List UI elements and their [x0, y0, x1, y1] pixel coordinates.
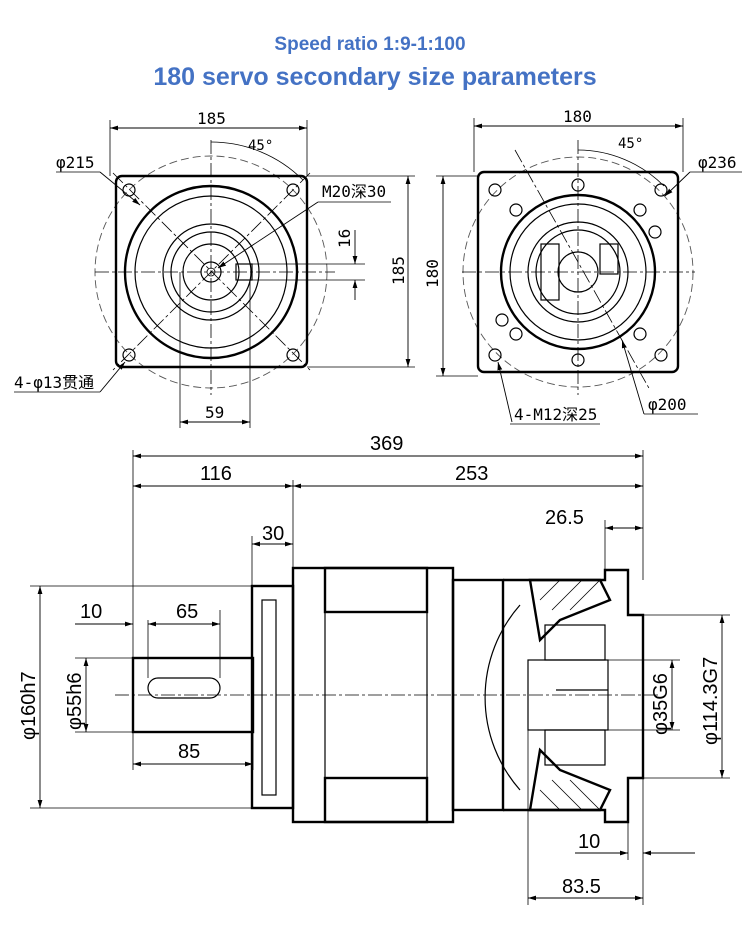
side-shaft-label: φ55h6 [64, 673, 86, 730]
front-angle-label: 45° [248, 138, 273, 154]
rear-threads-label: 4-M12深25 [514, 405, 597, 424]
side-shaft-length-label: 85 [178, 741, 200, 763]
side-body-label: 253 [455, 463, 488, 485]
rear-height-label: 180 [423, 259, 442, 288]
subtitle: Speed ratio 1:9-1:100 [274, 34, 466, 55]
side-pilot-label: φ160h7 [18, 671, 40, 740]
side-output-label: 116 [200, 463, 232, 485]
side-input-depth-label: 26.5 [545, 507, 584, 529]
front-view: 185 45° φ215 M20深30 16 185 59 4-φ13贯通 [14, 109, 415, 428]
rear-width-label: 180 [563, 107, 592, 126]
side-view: 369 116 253 30 [18, 433, 730, 905]
rear-angle-label: 45° [618, 136, 643, 152]
side-flange-label: 30 [262, 523, 284, 545]
front-height-label: 185 [389, 256, 408, 285]
rear-view: 180 45° 180 φ236 φ200 4-M12深25 [423, 107, 742, 425]
side-bore-label: φ35G6 [650, 673, 672, 735]
front-holes-label: 4-φ13贯通 [14, 373, 94, 392]
side-key-length-label: 65 [176, 601, 198, 623]
side-input-pilot-label: φ114.3G7 [700, 657, 722, 745]
front-bolt-circle-label: φ215 [56, 153, 95, 172]
front-width-label: 185 [197, 109, 226, 128]
front-key-offset-label: 59 [205, 403, 224, 422]
front-thread-label: M20深30 [322, 182, 386, 201]
rear-bolt-circle-label: φ200 [648, 395, 687, 414]
side-total-label: 369 [370, 433, 403, 455]
rear-outer-label: φ236 [698, 153, 737, 172]
side-input-step-label: 10 [578, 831, 600, 853]
page-title: 180 servo secondary size parameters [153, 63, 597, 91]
side-input-len-label: 83.5 [562, 876, 601, 898]
front-key-label: 16 [335, 229, 354, 248]
side-key-start-label: 10 [80, 601, 102, 623]
